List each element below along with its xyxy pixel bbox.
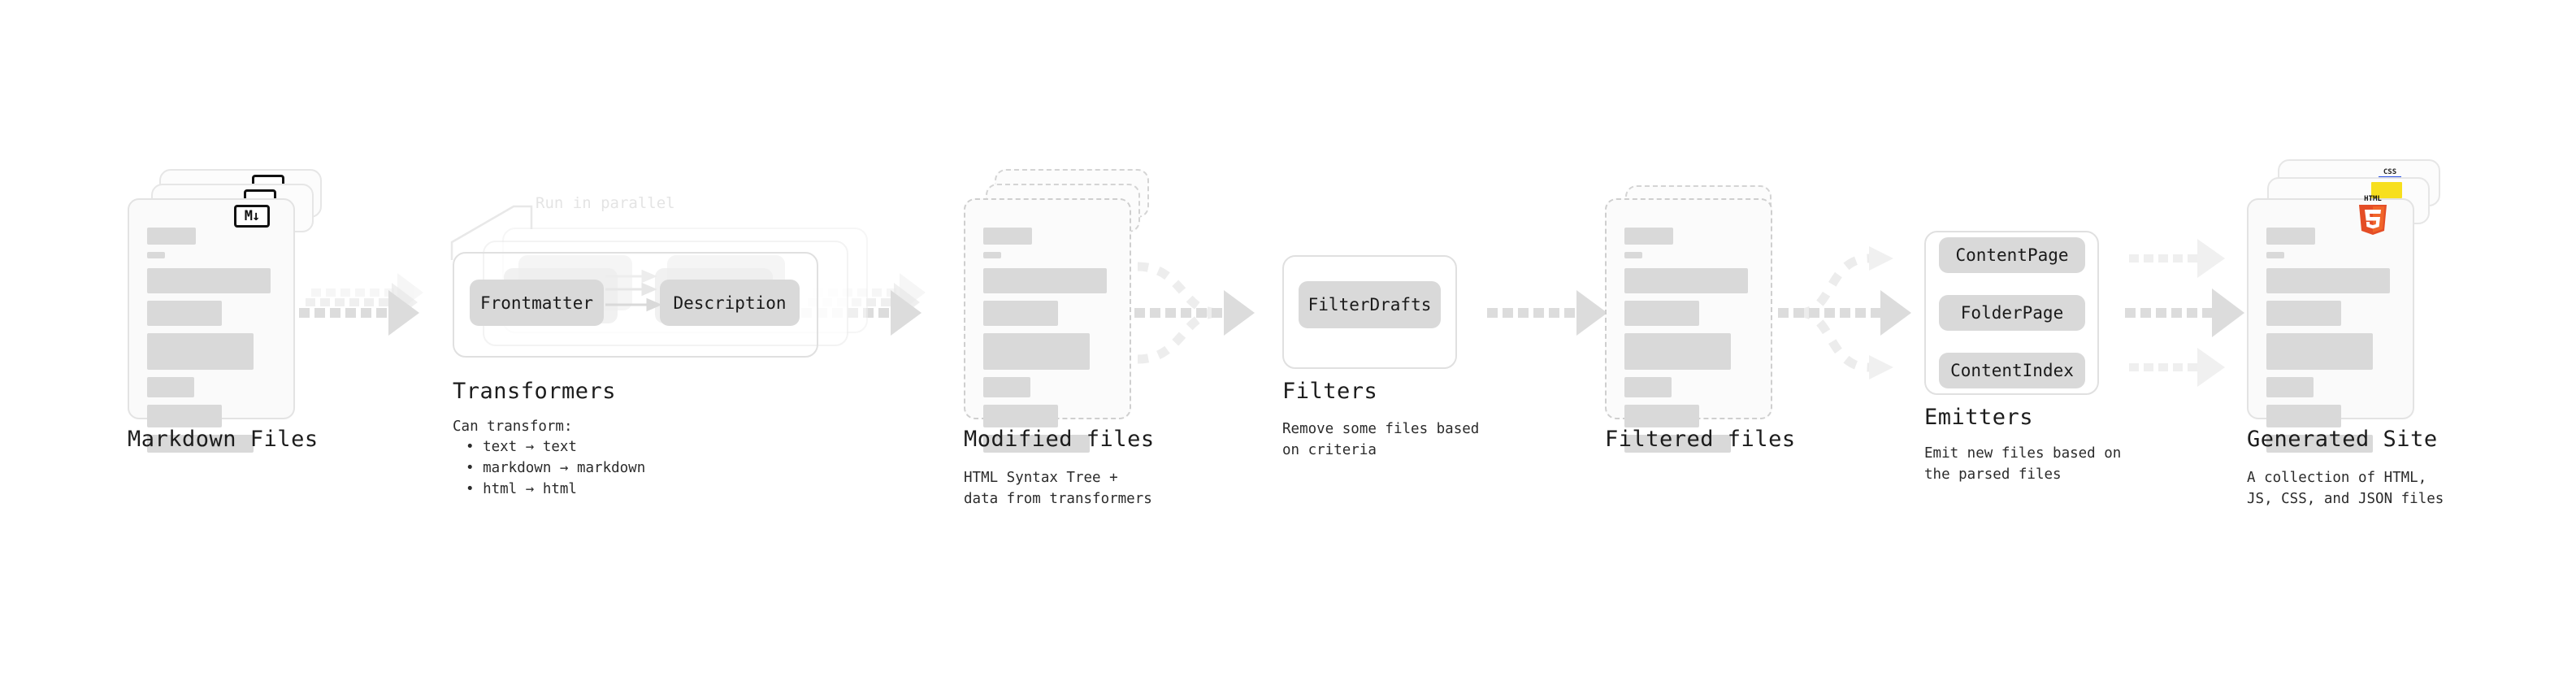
filterdrafts-chip[interactable]: FilterDrafts <box>1299 281 1441 328</box>
filtered-card-lines <box>1607 200 1771 453</box>
javascript-badge-icon <box>2371 182 2402 198</box>
skeleton-bar <box>1624 301 1699 326</box>
contentpage-chip[interactable]: ContentPage <box>1939 237 2085 273</box>
modified-files-subtitle-2: data from transformers <box>964 491 1152 507</box>
skeleton-bar <box>2266 405 2341 427</box>
modified-card-lines <box>965 200 1130 453</box>
markdown-file-card[interactable] <box>128 198 295 453</box>
folderpage-chip[interactable]: FolderPage <box>1939 295 2085 331</box>
skeleton-bar <box>147 228 196 245</box>
svg-text:CSS: CSS <box>2383 168 2396 176</box>
modified-files-title: Modified files <box>964 427 1155 452</box>
skeleton-bar <box>983 333 1090 370</box>
skeleton-bar <box>983 252 1001 258</box>
transformers-subtitle: Can transform: <box>453 419 573 435</box>
description-chip[interactable]: Description <box>660 280 800 326</box>
emitters-title: Emitters <box>1924 405 2034 430</box>
generated-site-title: Generated Site <box>2247 427 2438 452</box>
skeleton-bar <box>2266 301 2341 326</box>
skeleton-bar <box>147 435 254 453</box>
skeleton-bar <box>2266 228 2315 245</box>
skeleton-bar <box>2266 333 2373 370</box>
contentindex-chip[interactable]: ContentIndex <box>1939 353 2085 388</box>
skeleton-bar <box>147 252 165 258</box>
skeleton-bar <box>1624 333 1731 370</box>
svg-text:HTML: HTML <box>2364 195 2382 203</box>
skeleton-bar <box>983 377 1030 397</box>
skeleton-bar <box>1624 252 1642 258</box>
skeleton-bar <box>1624 435 1731 453</box>
arrow-filtered-to-emitters <box>1778 246 1911 380</box>
run-in-parallel-label: Run in parallel <box>536 194 675 212</box>
transformers-bullet-1: • text → text <box>466 439 577 455</box>
markdown-card-lines <box>129 200 293 453</box>
skeleton-bar <box>2266 377 2314 397</box>
run-in-parallel-bracket <box>450 205 533 260</box>
skeleton-bar <box>983 301 1058 326</box>
skeleton-bar <box>983 405 1058 427</box>
arrow-emitters-to-site <box>2125 239 2244 387</box>
transformers-title: Transformers <box>453 379 617 404</box>
filtered-file-card[interactable] <box>1605 198 1772 453</box>
skeleton-bar <box>983 228 1032 245</box>
emitters-subtitle-1: Emit new files based on <box>1924 445 2122 462</box>
transformers-bullet-3: • html → html <box>466 481 577 497</box>
markdown-files-title: Markdown Files <box>128 427 319 452</box>
transformers-bullet-2: • markdown → markdown <box>466 460 646 476</box>
transformer-inner-arrows <box>605 269 662 312</box>
modified-file-card[interactable] <box>964 198 1131 453</box>
skeleton-bar <box>2266 252 2284 258</box>
skeleton-bar <box>1624 228 1673 245</box>
transformers-group-box[interactable] <box>453 252 818 358</box>
filters-subtitle-2: on criteria <box>1282 442 1377 458</box>
arrow-markdown-to-transformers <box>299 273 423 336</box>
generated-site-card[interactable] <box>2247 198 2414 453</box>
skeleton-bar <box>983 268 1107 293</box>
skeleton-bar <box>1624 377 1672 397</box>
skeleton-bar <box>147 301 222 326</box>
emitters-subtitle-2: the parsed files <box>1924 466 2062 483</box>
skeleton-bar <box>1624 268 1748 293</box>
skeleton-bar <box>2266 435 2373 453</box>
site-card-lines <box>2249 200 2413 453</box>
generated-site-subtitle-2: JS, CSS, and JSON files <box>2247 491 2444 507</box>
frontmatter-chip[interactable]: Frontmatter <box>470 280 604 326</box>
markdown-badge-icon: M↓ <box>234 205 270 228</box>
skeleton-bar <box>1624 405 1699 427</box>
skeleton-bar <box>147 377 194 397</box>
generated-site-subtitle-1: A collection of HTML, <box>2247 470 2427 486</box>
skeleton-bar <box>147 268 271 293</box>
filters-title: Filters <box>1282 379 1378 404</box>
filters-subtitle-1: Remove some files based <box>1282 421 1480 437</box>
filtered-files-title: Filtered files <box>1605 427 1796 452</box>
skeleton-bar <box>983 435 1090 453</box>
arrow-modified-to-filters <box>1134 262 1255 364</box>
skeleton-bar <box>2266 268 2390 293</box>
html5-badge-icon: HTML <box>2359 195 2387 235</box>
skeleton-bar <box>147 405 222 427</box>
arrow-filters-to-filtered <box>1487 290 1607 336</box>
skeleton-bar <box>147 333 254 370</box>
modified-files-subtitle-1: HTML Syntax Tree + <box>964 470 1118 486</box>
